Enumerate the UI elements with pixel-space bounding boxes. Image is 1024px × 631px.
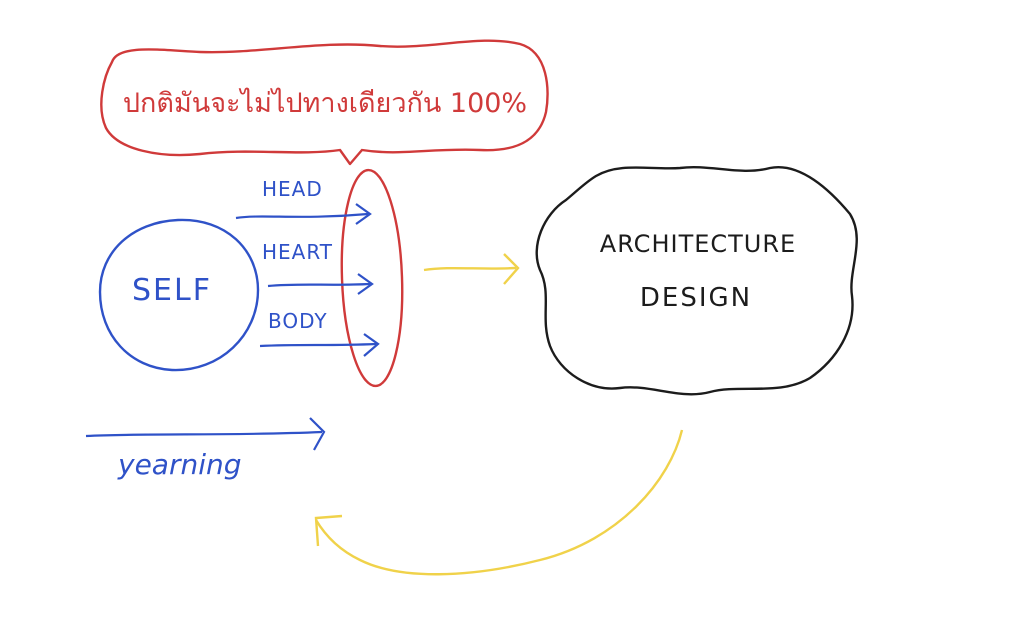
heart-arrow bbox=[267, 282, 371, 288]
yellow-arrow-right-head bbox=[503, 253, 520, 285]
yearning-label: yearning bbox=[117, 448, 242, 481]
architecture-cloud: ARCHITECTURE DESIGN bbox=[535, 165, 858, 396]
speech-bubble-outline bbox=[100, 39, 549, 166]
self-label: SELF bbox=[132, 273, 212, 308]
cloud-line-2: DESIGN bbox=[640, 283, 752, 313]
yearning-arrowhead bbox=[309, 417, 326, 451]
body-arrowhead bbox=[363, 333, 380, 357]
yearning-arrow-line bbox=[85, 430, 323, 438]
body-arrow bbox=[259, 342, 377, 348]
yellow-return-arrow-line bbox=[314, 429, 684, 576]
yearning-arrow: yearning bbox=[85, 417, 326, 481]
yellow-return-arrow-head bbox=[314, 514, 343, 547]
head-arrowhead bbox=[355, 203, 372, 225]
cloud-line-1: ARCHITECTURE bbox=[600, 230, 796, 258]
self-circle bbox=[98, 218, 260, 372]
input-label-body: BODY bbox=[268, 309, 328, 333]
speech-bubble: ปกติมันจะไม่ไปทางเดียวกัน 100% bbox=[100, 39, 549, 166]
yellow-return-arrow bbox=[314, 429, 684, 576]
heart-arrowhead bbox=[357, 273, 374, 295]
yellow-arrow-right-line bbox=[423, 266, 517, 272]
yellow-arrow-right bbox=[423, 253, 520, 285]
input-label-head: HEAD bbox=[262, 177, 323, 201]
input-label-heart: HEART bbox=[262, 240, 333, 264]
self-node: SELF bbox=[98, 218, 260, 372]
grouping-ellipse bbox=[340, 168, 404, 388]
cloud-outline bbox=[535, 165, 858, 396]
input-arrows: HEAD HEART BODY bbox=[235, 177, 380, 357]
head-arrow bbox=[235, 212, 369, 220]
speech-bubble-text: ปกติมันจะไม่ไปทางเดียวกัน 100% bbox=[123, 88, 527, 119]
